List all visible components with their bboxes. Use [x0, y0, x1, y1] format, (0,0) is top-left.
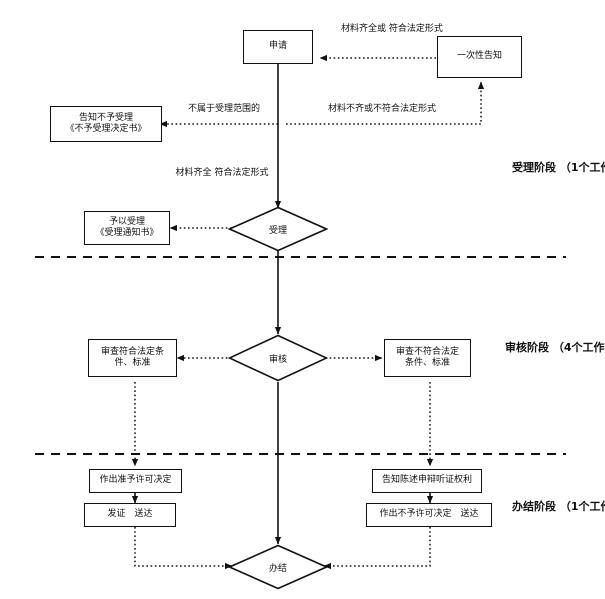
- node-one-time-notice[interactable]: 一次性告知: [437, 36, 522, 78]
- node-review-fail[interactable]: 审查不符合法定 条件、标准: [384, 339, 471, 377]
- node-accept-decision-label: 受理: [268, 225, 287, 236]
- stage-label-acceptance-line2: （1个工作: [559, 161, 605, 174]
- edge-label-mc-line1: 材料齐全: [175, 168, 212, 178]
- stage-label-completion-line1: 办结阶段: [512, 500, 556, 513]
- node-accept-grant[interactable]: 予以受理 《受理通知书》: [84, 211, 170, 245]
- edge-label-not-in-scope: 不属于受理范围的: [170, 104, 278, 116]
- node-review-decision[interactable]: 审核: [227, 334, 329, 382]
- node-make-no-permit-label: 作出不予许可决定 送达: [379, 509, 479, 520]
- node-notice-reject-accept[interactable]: 告知不予受理 《不予受理决定书》: [50, 106, 162, 142]
- finish-diamond-shape: [227, 544, 329, 590]
- node-finish-label: 办结: [268, 563, 287, 574]
- edge-label-materials-incomplete: 材料不齐或不符合法定形式: [302, 104, 462, 116]
- node-finish[interactable]: 办结: [227, 544, 329, 590]
- node-review-pass-line2: 件、标准: [114, 358, 151, 368]
- stage-label-review-line2: （4个工作日）: [552, 341, 605, 354]
- node-review-fail-line2: 条件、标准: [404, 358, 450, 368]
- edge-label-materials-complete-or-legal: 材料齐全或 符合法定形式: [341, 24, 443, 36]
- stage-label-completion-line2: （1个工作: [559, 500, 605, 513]
- node-make-permit[interactable]: 作出准予许可决定: [89, 469, 182, 493]
- node-notify-rights-label: 告知陈述申辩听证权利: [381, 475, 472, 486]
- edge-no-permit-to-finish: [323, 527, 431, 570]
- node-apply-label: 申请: [268, 41, 287, 52]
- stage-label-acceptance-line1: 受理阶段: [512, 161, 556, 174]
- edge-label-mcol-line1: 材料齐全或: [341, 24, 387, 34]
- node-make-no-permit[interactable]: 作出不予许可决定 送达: [366, 503, 492, 527]
- stage-label-completion: 办结阶段 （1个工作 日）: [512, 499, 605, 515]
- edge-label-not-in-scope-text: 不属于受理范围的: [187, 104, 260, 114]
- node-notice-reject-accept-line2: 《不予受理决定书》: [65, 124, 147, 134]
- stage-label-review: 审核阶段 （4个工作日）: [505, 340, 605, 356]
- node-make-permit-label: 作出准予许可决定: [99, 475, 172, 486]
- stage-label-acceptance: 受理阶段 （1个工作 日）: [512, 160, 605, 176]
- node-issue-deliver-label: 发证 送达: [107, 509, 153, 520]
- node-review-pass[interactable]: 审查符合法定条 件、标准: [88, 339, 177, 377]
- edge-label-mcol-line2: 符合法定形式: [388, 24, 443, 34]
- node-one-time-notice-label: 一次性告知: [456, 51, 502, 62]
- accept-diamond-shape: [227, 206, 329, 252]
- node-accept-grant-line1: 予以受理: [108, 216, 145, 227]
- node-issue-deliver[interactable]: 发证 送达: [84, 503, 176, 527]
- node-notice-reject-accept-line1: 告知不予受理: [78, 112, 133, 123]
- stage-label-review-line1: 审核阶段: [505, 341, 549, 354]
- node-accept-decision[interactable]: 受理: [227, 206, 329, 252]
- edge-apply-to-one-time-notice: [286, 81, 485, 125]
- node-apply[interactable]: 申请: [243, 30, 313, 64]
- node-notify-rights[interactable]: 告知陈述申辩听证权利: [372, 469, 482, 493]
- edge-label-materials-incomplete-text: 材料不齐或不符合法定形式: [327, 104, 436, 114]
- node-review-pass-line1: 审查符合法定条: [100, 346, 164, 357]
- node-review-fail-line1: 审查不符合法定: [395, 346, 459, 357]
- review-diamond-shape: [227, 334, 329, 382]
- node-accept-grant-line2: 《受理通知书》: [95, 228, 159, 238]
- edge-issue-to-finish: [134, 527, 233, 570]
- node-review-decision-label: 审核: [268, 354, 287, 365]
- edge-label-mc-line2: 符合法定形式: [214, 168, 269, 178]
- edge-label-materials-complete: 材料齐全 符合法定形式: [172, 168, 272, 180]
